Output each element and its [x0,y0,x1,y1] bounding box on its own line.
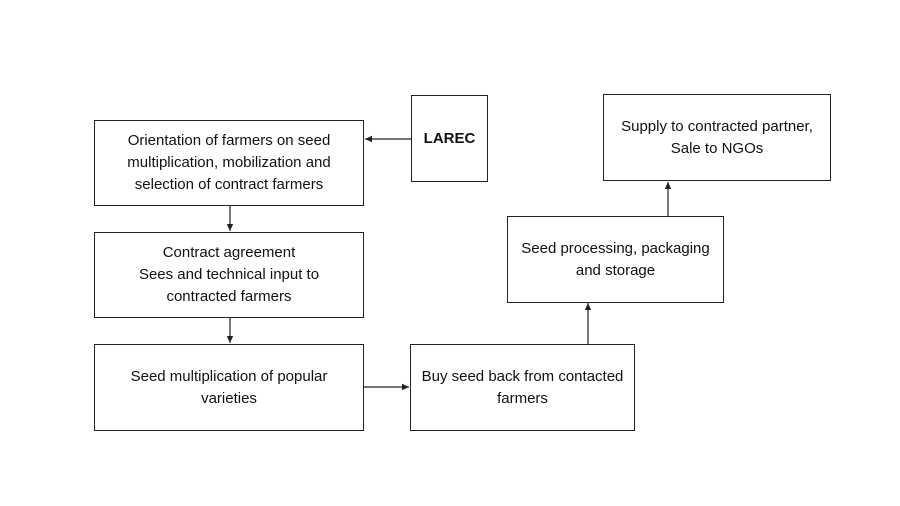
larec-label: LAREC [423,129,476,147]
seed-processing-box: Seed processing, packaging and storage [507,216,724,303]
orientation-box: Orientation of farmers on seed multiplic… [94,120,364,206]
seed-processing-label: Seed processing, packaging and storage [521,239,710,279]
supply-box: Supply to contracted partner, Sale to NG… [603,94,831,181]
buy-back-box: Buy seed back from contacted farmers [410,344,635,431]
seed-multiplication-box: Seed multiplication of popular varieties [94,344,364,431]
orientation-label: Orientation of farmers on seed multiplic… [127,132,331,193]
contract-agreement-label: Contract agreement Sees and technical in… [138,244,320,305]
supply-label: Supply to contracted partner, Sale to NG… [621,117,813,157]
contract-agreement-box: Contract agreement Sees and technical in… [94,232,364,318]
larec-box: LAREC [411,95,488,182]
seed-multiplication-label: Seed multiplication of popular varieties [130,367,328,407]
buy-back-label: Buy seed back from contacted farmers [421,367,624,407]
